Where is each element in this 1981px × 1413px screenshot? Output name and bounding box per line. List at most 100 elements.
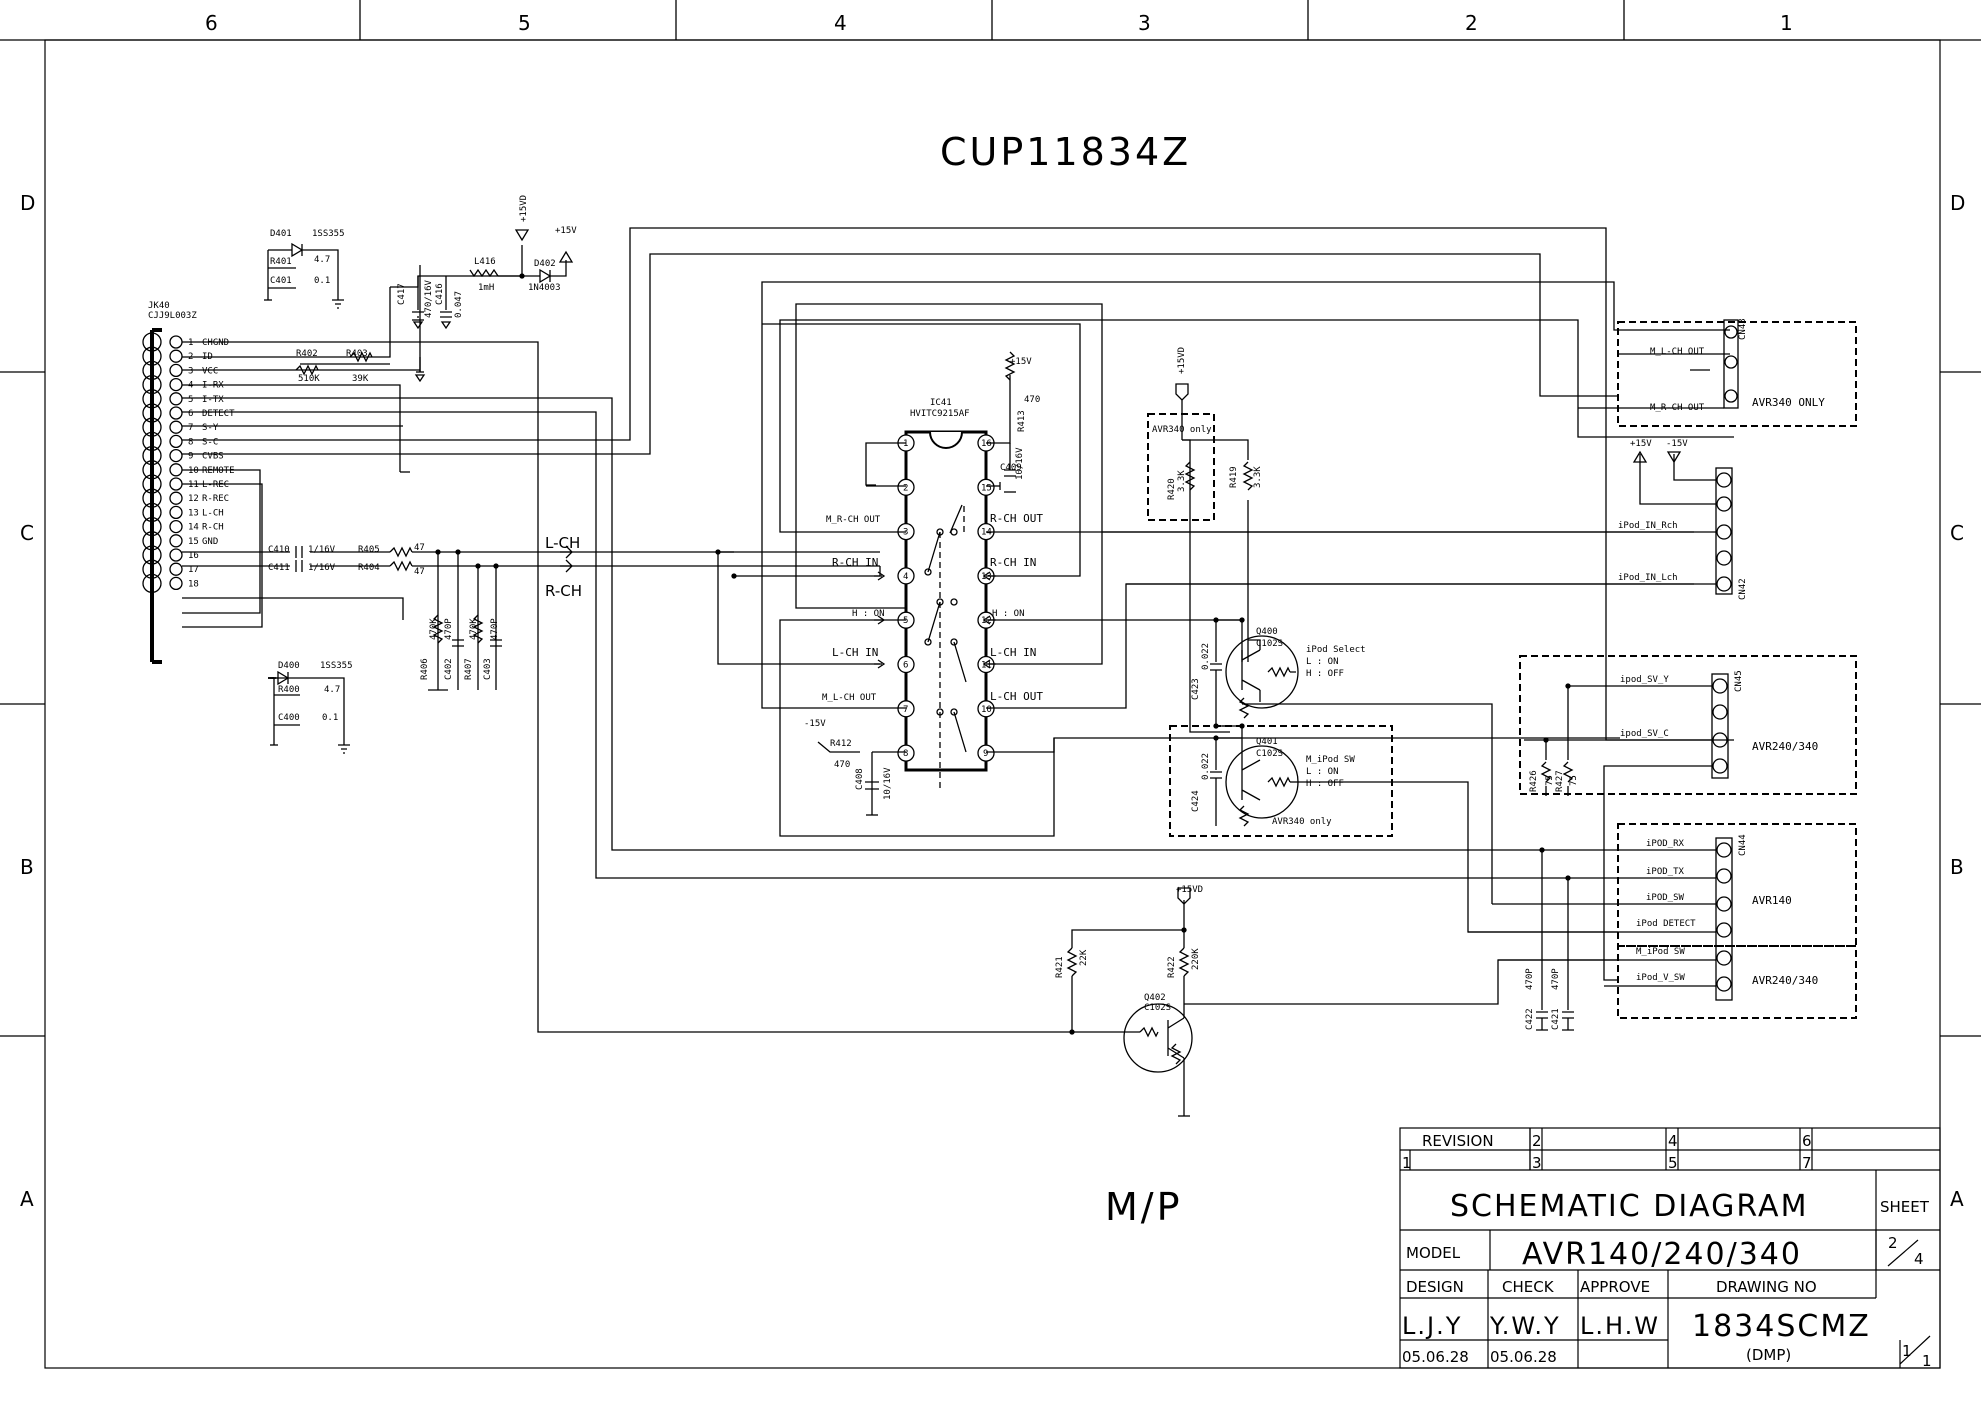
cn45-ref: CN45 (1734, 670, 1744, 692)
title-page-b: 1 (1922, 1352, 1932, 1370)
jk40-pin-18 (142, 573, 162, 594)
title-drawing-no-label: DRAWING NO (1716, 1278, 1817, 1296)
jk40-pin-number-1: 1 (188, 338, 193, 348)
cn43-box (1578, 319, 1857, 427)
q400-h-state: H : OFF (1306, 669, 1344, 679)
title-model: AVR140/240/340 (1522, 1237, 1802, 1272)
jk40-pin-15 (142, 531, 162, 551)
zone-row-a-right: A (1950, 1187, 1964, 1211)
cn45-sv-y: ipod_SV_Y (1620, 675, 1669, 685)
jk40-pin-contact-2 (169, 349, 183, 363)
title-drawing-sub: (DMP) (1746, 1346, 1791, 1364)
q401-avr340-only: AVR340 only (1272, 817, 1332, 827)
ic41-pin-number-9: 9 (983, 749, 988, 759)
jk40-pin-contact-15 (169, 534, 183, 548)
jk40-pin-9 (142, 445, 162, 466)
ic41-lch-in-left: L-CH IN (832, 646, 878, 659)
cn45-note: AVR240/340 (1752, 740, 1818, 753)
ic41-pin-7 (897, 700, 915, 718)
r421-ref: R421 (1055, 956, 1065, 978)
jk40-pin-contact-3 (169, 363, 183, 378)
mp-label: M/P (1105, 1185, 1183, 1229)
jk40-pin-contact-10 (169, 463, 183, 477)
ic41-pin-6 (897, 655, 915, 674)
zone-col-4: 4 (834, 11, 847, 35)
r400-ref: R400 (278, 685, 300, 695)
cn44-m-ipod-sw: M_iPod SW (1636, 947, 1685, 957)
jk40-pin-12 (142, 488, 162, 508)
jk40-pin-number-8: 8 (188, 437, 193, 447)
c408-val: 10/16V (883, 767, 893, 800)
ic41-lch-in-right: L-CH IN (990, 646, 1036, 659)
ic41-pin-number-6: 6 (903, 661, 908, 671)
jk40-pin-contact-9 (169, 448, 183, 463)
zone-col-2: 2 (1465, 11, 1478, 35)
jk40-pin-label-3: VCC (202, 366, 218, 376)
c423-val: 0.022 (1201, 643, 1211, 670)
r426-ref: R426 (1529, 770, 1539, 792)
zone-row-d-left: D (20, 191, 35, 215)
jk40-pin-3 (142, 360, 162, 381)
q400-part: C102S (1256, 639, 1283, 649)
d400-ref: D400 (278, 661, 300, 671)
r405-val: 47 (414, 543, 425, 553)
c410-val: 1/16V (308, 545, 336, 555)
jk40-pin-label-10: REMOTE (202, 466, 235, 476)
title-design-label: DESIGN (1406, 1278, 1464, 1296)
q401-part: C102S (1256, 749, 1283, 759)
jk40-ref: JK40 (148, 301, 170, 311)
jk40-pin-17 (142, 559, 162, 579)
jk40-pin-contact-7 (169, 420, 183, 434)
jk40-pin-contact-18 (169, 576, 183, 591)
cn44-note-avr140: AVR140 (1752, 894, 1792, 907)
jk40-pin-number-5: 5 (188, 395, 193, 405)
ic41-pin-number-10: 10 (981, 705, 992, 715)
jk40-pin-16 (142, 545, 162, 565)
jk40-pin-number-6: 6 (188, 409, 193, 419)
cn44-rx: iPOD_RX (1646, 839, 1685, 849)
r422-ref: R422 (1167, 956, 1177, 978)
jk40-pin-contact-6 (169, 406, 183, 420)
ic41-m-rch-out: M_R-CH OUT (826, 515, 881, 525)
r426-val: 75 (1545, 775, 1555, 786)
avr340-only-box-label: AVR340 only (1152, 425, 1212, 435)
r407-ref: R407 (464, 658, 474, 680)
c422-val: 470P (1525, 968, 1535, 990)
zone-row-d-right: D (1950, 191, 1965, 215)
r412-supply: -15V (804, 719, 826, 729)
cn43-lch: M_L-CH OUT (1650, 347, 1705, 357)
jk40-wiring (182, 227, 1734, 1033)
lch-label: L-CH (545, 534, 580, 552)
c408-ref: C408 (855, 768, 865, 790)
r427-ref: R427 (1555, 770, 1565, 792)
jk40-pin-10 (142, 460, 162, 480)
q400-func: iPod Select (1306, 645, 1366, 655)
ic41-pin-10 (977, 700, 995, 718)
r401-ref: R401 (270, 257, 292, 267)
jk40-pin-6 (142, 403, 162, 423)
r422-val: 220K (1191, 948, 1201, 970)
ic41-rch-in-right: R-CH IN (990, 556, 1036, 569)
r413-supply: +15V (1010, 357, 1032, 367)
q401-ref: Q401 (1256, 737, 1278, 747)
d402-ref: D402 (534, 259, 556, 269)
r420-supply: +15VD (1177, 347, 1187, 374)
d400-part: 1SS355 (320, 661, 353, 671)
power-supply-section (390, 229, 574, 383)
title-design-date: 05.06.28 (1402, 1348, 1469, 1366)
jk40-connector (142, 328, 183, 664)
c410-ref: C410 (268, 545, 290, 555)
ic41-pin-number-1: 1 (903, 439, 908, 449)
title-design: L.J.Y (1402, 1312, 1462, 1340)
title-approve-label: APPROVE (1580, 1278, 1650, 1296)
title-sheet-num: 2 (1888, 1234, 1898, 1252)
r413-ref: R413 (1017, 410, 1027, 432)
jk40-pin-number-11: 11 (188, 480, 199, 490)
ic41-m-lch-out: M_L-CH OUT (822, 693, 877, 703)
title-page-a: 1 (1902, 1342, 1912, 1360)
c411-ref: C411 (268, 563, 290, 573)
jk40-pin-label-5: I-TX (202, 395, 224, 405)
jk40-pin-label-15: GND (202, 537, 218, 547)
